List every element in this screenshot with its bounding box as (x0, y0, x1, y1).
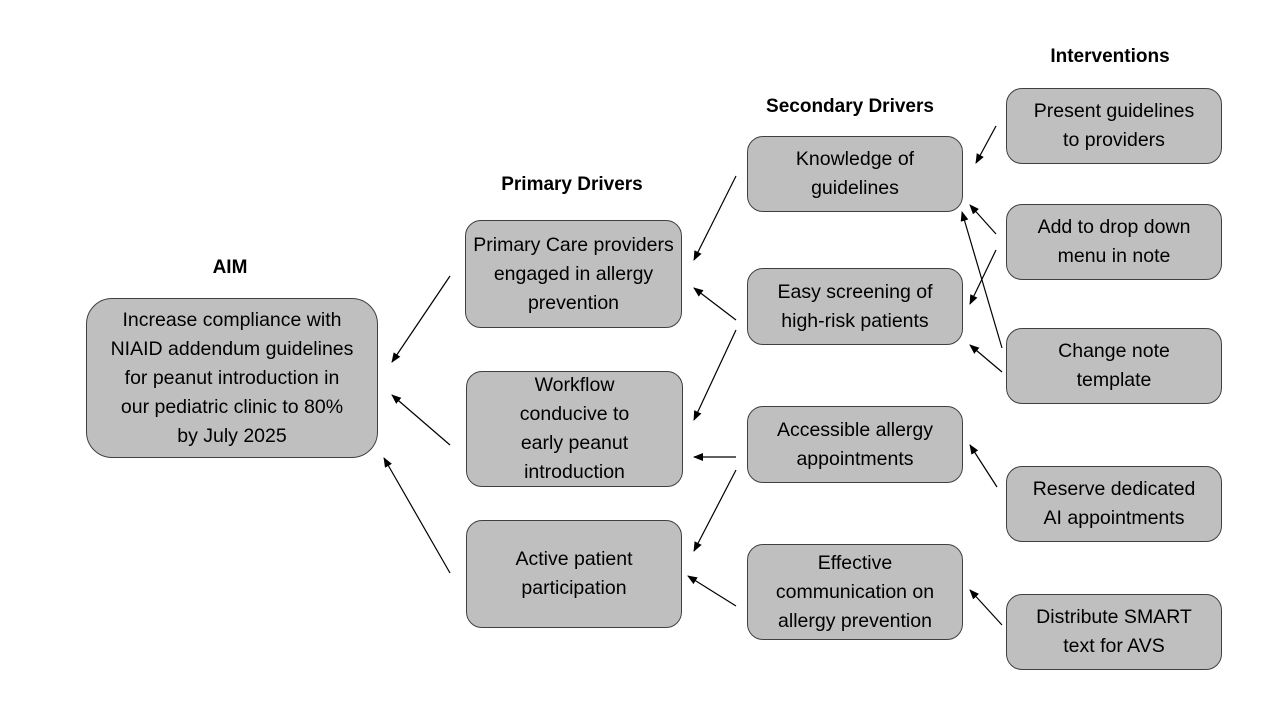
intervention-box: Add to drop down menu in note (1006, 204, 1222, 280)
interventions-heading: Interventions (1050, 46, 1170, 67)
intervention-box: Present guidelines to providers (1006, 88, 1222, 164)
arrow-intervention2-to-secondary1 (969, 204, 997, 235)
secondary-driver-box: Knowledge of guidelines (747, 136, 963, 212)
intervention-text: Add to drop down menu in note (1037, 216, 1191, 267)
arrow-secondary1-to-primary1 (693, 175, 737, 261)
arrow-intervention2-to-secondary2 (969, 249, 997, 305)
secondary-driver-text: Effective communication on allergy preve… (775, 551, 935, 632)
secondary-drivers-heading: Secondary Drivers (766, 96, 934, 117)
arrow-primary1-to-aim (391, 275, 451, 363)
intervention-text: Distribute SMART text for AVS (1036, 606, 1192, 657)
arrow-primary2-to-aim (391, 394, 451, 446)
primary-driver-text: Primary Care providers engaged in allerg… (473, 233, 674, 314)
primary-driver-text: Active patient participation (515, 548, 633, 599)
intervention-text: Present guidelines to providers (1033, 100, 1195, 151)
secondary-driver-box: Effective communication on allergy preve… (747, 544, 963, 640)
primary-driver-box: Active patient participation (466, 520, 682, 628)
arrow-intervention3-to-secondary2 (969, 344, 1003, 373)
secondary-driver-text: Knowledge of guidelines (795, 148, 915, 199)
aim-heading: AIM (212, 257, 248, 278)
primary-drivers-heading: Primary Drivers (501, 174, 643, 195)
aim-box: Increase compliance with NIAID addendum … (86, 298, 378, 458)
arrow-intervention3-to-secondary1 (960, 211, 1003, 349)
secondary-driver-text: Accessible allergy appointments (776, 418, 934, 470)
intervention-box: Distribute SMART text for AVS (1006, 594, 1222, 670)
arrow-secondary4-to-primary3 (687, 575, 737, 607)
aim-text: Increase compliance with NIAID addendum … (110, 308, 354, 447)
secondary-driver-text: Easy screening of high-risk patients (777, 280, 933, 332)
secondary-driver-box: Accessible allergy appointments (747, 406, 963, 483)
intervention-box: Reserve dedicated AI appointments (1006, 466, 1222, 542)
primary-driver-box: Primary Care providers engaged in allerg… (465, 220, 682, 328)
arrow-secondary3-to-primary3 (693, 469, 737, 552)
primary-driver-box: Workflow conducive to early peanut intro… (466, 371, 683, 487)
arrow-intervention4-to-secondary3 (969, 444, 998, 488)
arrow-intervention1-to-secondary1 (975, 125, 997, 164)
secondary-driver-box: Easy screening of high-risk patients (747, 268, 963, 345)
arrow-primary3-to-aim (383, 457, 451, 574)
intervention-text: Change note template (1058, 340, 1170, 391)
intervention-text: Reserve dedicated AI appointments (1032, 478, 1196, 529)
arrow-secondary2-to-primary1 (693, 287, 737, 321)
arrow-intervention5-to-secondary4 (969, 589, 1003, 626)
arrow-secondary2-to-primary2 (693, 329, 737, 421)
intervention-box: Change note template (1006, 328, 1222, 404)
primary-driver-text: Workflow conducive to early peanut intro… (519, 374, 630, 483)
